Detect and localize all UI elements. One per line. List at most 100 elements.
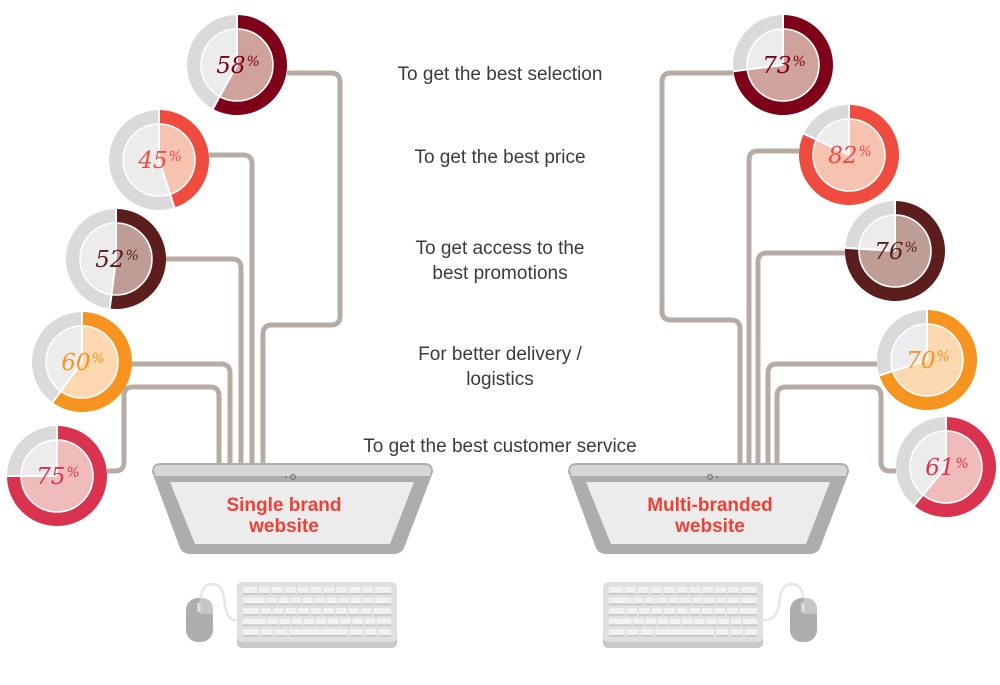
donut-single-1: 58%	[187, 15, 288, 115]
key-shadow	[340, 624, 351, 626]
key-shadow	[267, 624, 278, 626]
key	[727, 608, 738, 615]
key	[243, 597, 266, 605]
key	[706, 618, 717, 626]
donut-value-label: 52%	[95, 247, 139, 273]
key-shadow	[271, 593, 283, 595]
donut-single-5: 75%	[7, 426, 107, 526]
key-shadow	[243, 635, 259, 637]
key	[316, 618, 327, 626]
key	[362, 597, 373, 605]
key-shadow	[348, 614, 360, 616]
key-shadow	[664, 614, 675, 616]
key	[744, 629, 757, 636]
device-right-label-line1: Multi-branded	[647, 495, 773, 516]
key-shadow	[656, 603, 667, 605]
donut-multi-5: 61%	[896, 417, 996, 517]
key-shadow	[669, 624, 681, 626]
donut-value-label: 82%	[828, 143, 872, 169]
connector-multi-5	[774, 384, 896, 474]
donut-multi-2: 82%	[799, 105, 899, 205]
donut-value-label: 45%	[137, 148, 182, 174]
key	[350, 597, 361, 605]
key-shadow	[272, 614, 284, 616]
connector-single-2	[209, 152, 255, 463]
key-shadow	[727, 614, 738, 616]
key-shadow	[279, 624, 290, 626]
key-shadow	[302, 603, 313, 605]
device-left-label-line1: Single brand	[226, 495, 341, 516]
key	[657, 618, 669, 626]
key	[352, 618, 363, 626]
key-shadow	[609, 603, 632, 605]
key	[694, 618, 705, 626]
donut-value-label: 73%	[762, 53, 806, 79]
key	[740, 597, 757, 605]
reason-label-price: To get the best price	[330, 145, 670, 170]
key-shadow	[718, 624, 729, 626]
key	[651, 608, 663, 615]
key	[284, 587, 296, 594]
monitor-bezel-top	[570, 465, 847, 476]
key-shadow	[291, 624, 303, 626]
connector-multi-1	[659, 70, 743, 463]
key-shadow	[278, 603, 289, 605]
key-shadow	[632, 603, 644, 605]
webcam-icon	[706, 474, 713, 481]
key-shadow	[626, 614, 638, 616]
key-shadow	[742, 624, 757, 626]
key	[680, 597, 691, 605]
key-shadow	[364, 635, 377, 637]
key	[375, 587, 391, 594]
percent-symbol: %	[936, 349, 949, 365]
key-shadow	[362, 593, 374, 595]
key-shadow	[285, 614, 297, 616]
key-shadow	[375, 593, 391, 595]
key	[704, 597, 715, 605]
key-shadow	[644, 603, 655, 605]
key-shadow	[362, 603, 373, 605]
key-shadow	[609, 635, 625, 637]
reason-line: For better delivery /	[418, 344, 582, 365]
key-shadow	[326, 603, 337, 605]
key-shadow	[650, 593, 662, 595]
multi-branded-computer: Multi-branded website	[568, 463, 849, 648]
value-number: 75	[36, 464, 65, 490]
donut-value-label: 76%	[874, 239, 918, 265]
key	[260, 608, 272, 615]
key	[638, 608, 650, 615]
percent-symbol: %	[792, 54, 805, 70]
key	[730, 618, 742, 626]
key-shadow	[338, 603, 349, 605]
key	[243, 629, 259, 636]
key	[340, 618, 351, 626]
key	[348, 608, 360, 615]
key-shadow	[694, 624, 705, 626]
donut-value-label: 61%	[925, 455, 969, 481]
key-shadow	[289, 635, 348, 637]
donut-separator	[913, 466, 947, 507]
donut-value-fill	[61, 326, 118, 398]
key	[243, 618, 266, 626]
key	[676, 608, 688, 615]
mouse-button	[199, 598, 213, 614]
key	[609, 629, 625, 636]
key-shadow	[692, 603, 703, 605]
connector-multi-2	[746, 148, 799, 463]
reason-line: best promotions	[432, 263, 568, 284]
single-brand-computer: Single brand website	[152, 463, 433, 648]
percent-symbol: %	[246, 54, 259, 70]
key-shadow	[266, 603, 278, 605]
monitor-bezel-top	[154, 465, 431, 476]
connector-single-4	[132, 361, 233, 463]
key	[338, 597, 349, 605]
key	[609, 608, 625, 615]
key	[633, 618, 644, 626]
key-shadow	[260, 614, 272, 616]
key-shadow	[702, 593, 714, 595]
donut-value-label: 70%	[906, 348, 950, 374]
key-shadow	[378, 635, 391, 637]
value-number: 82	[828, 143, 857, 169]
value-number: 61	[925, 455, 954, 481]
